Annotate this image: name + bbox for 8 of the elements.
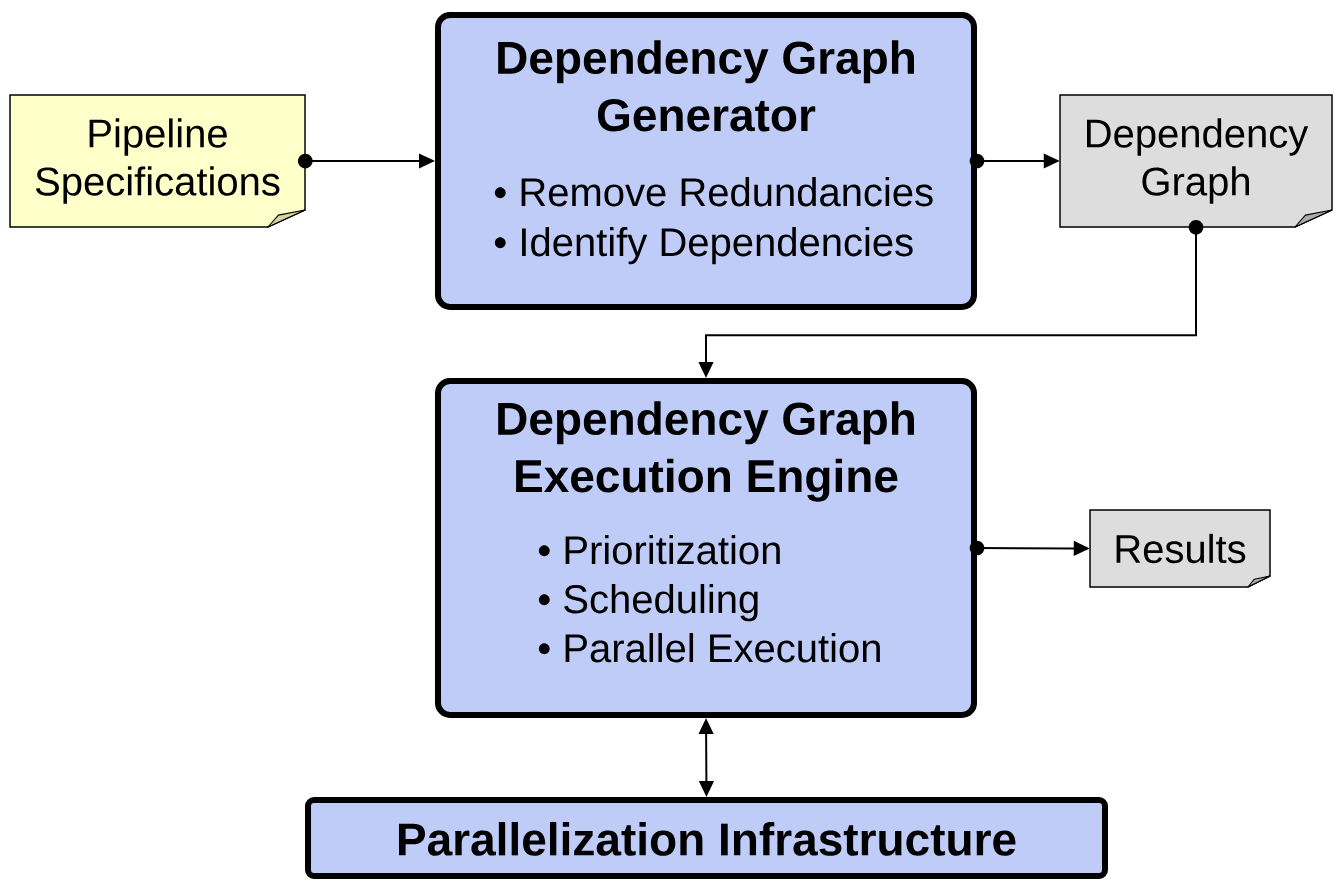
bullet-item: • Remove Redundancies — [494, 177, 933, 207]
box-title: Dependency Graph Generator — [498, 40, 914, 132]
box-title: Dependency Graph Execution Engine — [498, 401, 914, 502]
bullet-item: • Prioritization — [538, 535, 780, 565]
bullet-item: • Scheduling — [538, 584, 758, 622]
box-title: Parallelization Infrastructure — [399, 822, 1016, 856]
bullet-item: • Identify Dependencies — [494, 227, 913, 265]
bullet-item: • Parallel Execution — [538, 633, 880, 663]
